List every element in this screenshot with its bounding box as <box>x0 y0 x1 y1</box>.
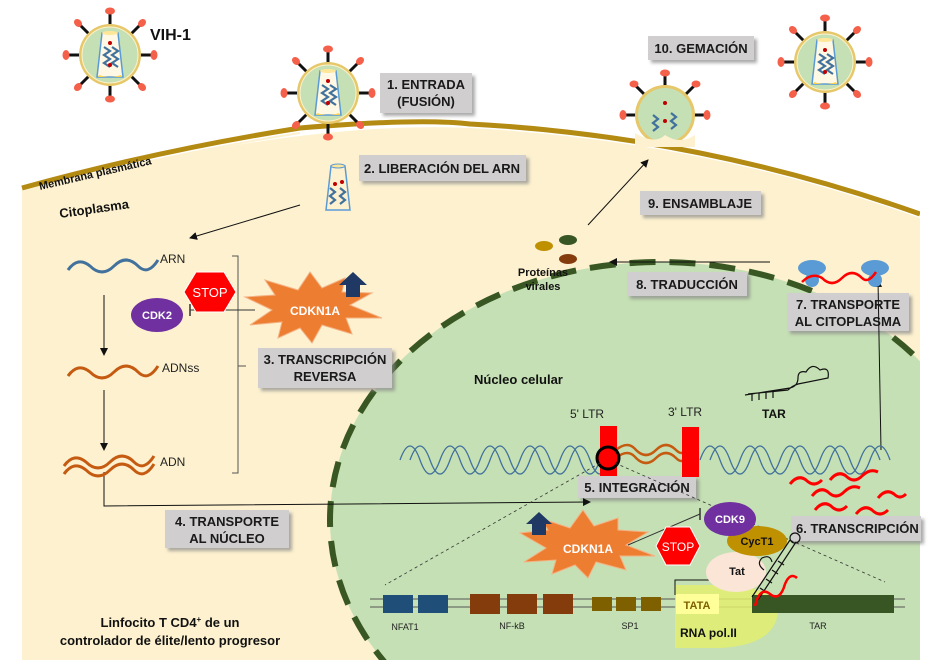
tar-promoter-label: TAR <box>809 621 827 631</box>
integration-site <box>595 445 621 471</box>
tar-hairpin-icon <box>744 365 829 401</box>
arrow-assembly <box>587 159 649 226</box>
viral-proteins-line1: Proteínas <box>518 267 568 279</box>
rna-pol-label: RNA pol.II <box>680 626 737 640</box>
virus-entry-icon <box>279 44 377 142</box>
cdkn1a-label: CDKN1A <box>290 304 340 318</box>
cdk2-label: CDK2 <box>142 310 172 322</box>
tar-label: TAR <box>762 407 786 421</box>
virus-icon <box>61 6 159 104</box>
nfkb-label: NF-kB <box>499 621 525 631</box>
step-5-label: 5. INTEGRACIÓN <box>584 480 689 495</box>
ltr3-label: 3' LTR <box>668 405 702 419</box>
step-7-line2: AL CITOPLASMA <box>795 314 902 329</box>
plasma-membrane <box>21 119 921 217</box>
step-5-box <box>578 476 696 498</box>
step-7-line1: 7. TRANSPORTE <box>796 297 900 312</box>
step-10-label: 10. GEMACIÓN <box>654 41 747 56</box>
arrow-to-nucleus <box>103 472 591 507</box>
step-10-box <box>648 36 754 60</box>
tat-node <box>706 552 766 592</box>
step-9-label: 9. ENSAMBLAJE <box>648 196 752 211</box>
budding-virus-icon <box>619 69 711 147</box>
capsid-icon <box>325 163 351 211</box>
step-1-line1: 1. ENTRADA <box>387 77 466 92</box>
step-2-box <box>359 155 526 181</box>
virus-title: VIH-1 <box>150 27 191 44</box>
nfat1-label: NFAT1 <box>391 622 418 632</box>
cdkn1a-nucleus-label: CDKN1A <box>563 542 613 556</box>
step-3-line2: REVERSA <box>294 369 357 384</box>
tat-label: Tat <box>729 566 745 578</box>
cell-caption-line2: controlador de élite/lento progresor <box>60 633 280 648</box>
step-3-box <box>258 348 392 388</box>
tata-label: TATA <box>684 600 711 612</box>
upregulation-arrow-icon <box>339 272 367 297</box>
rt-bracket <box>232 255 239 474</box>
upregulation-arrow-nucleus-icon <box>526 512 552 535</box>
stop-sign-nucleus <box>655 526 701 566</box>
viral-mrna-transcripts <box>788 469 908 516</box>
virus-released-icon <box>776 13 874 111</box>
tar-stem-loop-icon <box>751 532 801 601</box>
tata-box <box>676 594 719 614</box>
step-6-box <box>791 516 921 541</box>
ssdna-strand <box>66 364 160 380</box>
tar-region <box>752 595 894 613</box>
step-8-box <box>627 272 747 296</box>
cell-caption-line1: Linfocito T CD4+ de un <box>101 615 240 630</box>
arrow-export <box>874 279 883 451</box>
host-dna-helix <box>399 445 891 475</box>
cdk2-node <box>131 298 183 332</box>
nfat1-sites <box>383 595 448 613</box>
ribosome-icon <box>798 260 889 287</box>
viral-protein-gold <box>535 241 553 251</box>
step-4-line2: AL NÚCLEO <box>189 531 265 546</box>
nucleus-label: Núcleo celular <box>474 372 563 387</box>
viral-proteins-line2: virales <box>526 281 561 293</box>
ltr5-label: 5' LTR <box>570 407 604 421</box>
step-9-box <box>640 191 761 215</box>
step-2-label: 2. LIBERACIÓN DEL ARN <box>364 161 520 176</box>
viral-protein-brown <box>559 254 577 264</box>
step-7-box <box>787 293 909 331</box>
step-3-line1: 3. TRANSCRIPCIÓN <box>264 352 387 367</box>
viral-protein-green <box>559 235 577 245</box>
stop-sign <box>183 271 237 313</box>
stop-nucleus-label: STOP <box>662 540 694 554</box>
cdkn1a-burst <box>243 271 383 344</box>
nfkb-sites <box>470 594 573 614</box>
step-1-line2: (FUSIÓN) <box>397 94 455 109</box>
cdk9-node <box>704 502 756 536</box>
ssdna-label: ADNss <box>162 361 199 375</box>
nucleus <box>327 259 939 669</box>
step-6-label: 6. TRANSCRIPCIÓN <box>796 521 919 536</box>
step-8-label: 8. TRADUCCIÓN <box>636 277 738 292</box>
step-4-line1: 4. TRANSPORTE <box>175 514 279 529</box>
nascent-rna <box>753 574 798 607</box>
sp1-label: SP1 <box>621 621 638 631</box>
cyct1-label: CycT1 <box>740 536 773 548</box>
arrow-to-rna <box>189 204 301 240</box>
step-4-box <box>165 510 289 548</box>
ltr3-block <box>682 427 699 477</box>
stop-label: STOP <box>192 285 227 300</box>
rna-strand <box>66 258 160 274</box>
rna-label: ARN <box>160 252 185 266</box>
proviral-dna <box>615 443 688 457</box>
sp1-sites <box>592 597 661 611</box>
dna-label: ADN <box>160 455 185 469</box>
step-1-box <box>380 73 472 113</box>
cdkn1a-burst-nucleus <box>518 509 656 579</box>
cdk9-label: CDK9 <box>715 514 745 526</box>
dna-strand <box>62 454 156 470</box>
